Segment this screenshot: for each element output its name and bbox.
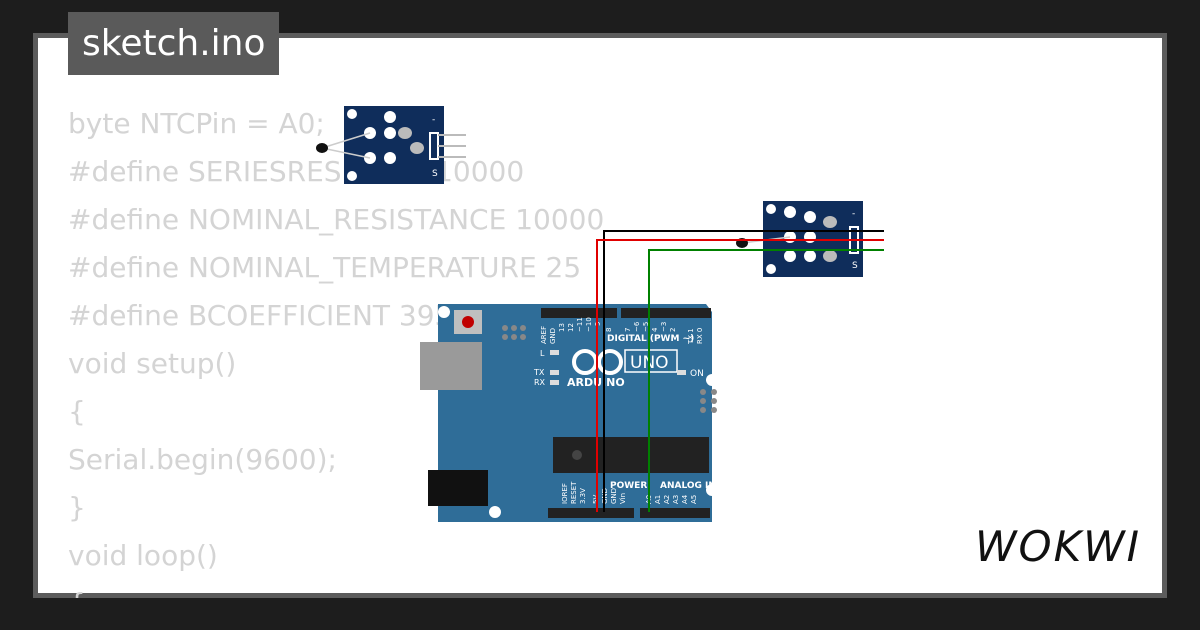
code-line: } — [68, 491, 86, 524]
digital-header-label: DIGITAL (PWM ~) — [607, 334, 694, 344]
pin-label: TX 1 — [687, 328, 695, 345]
code-line: Serial.begin(9600); — [68, 443, 337, 476]
power-header-label: POWER — [610, 481, 647, 491]
pin-label: RESET — [570, 481, 578, 504]
on-led — [677, 370, 686, 375]
analog-header-label: ANALOG IN — [660, 481, 716, 491]
pin-label: Vin — [619, 493, 627, 504]
code-line: byte NTCPin = A0; — [68, 107, 325, 140]
pin-label: ~6 — [633, 321, 641, 332]
pin-label: 7 — [624, 328, 632, 332]
arduino-uno-board[interactable]: ARDUINO UNO DIGITAL (PWM ~) ANALOG IN PO… — [420, 304, 718, 522]
pin-label: 8 — [605, 328, 613, 332]
wokwi-logo: WOKWI — [975, 522, 1142, 571]
analog-header — [640, 508, 710, 518]
pin-label: 4 — [651, 327, 659, 332]
pin-label: GND — [610, 488, 618, 504]
module-1-label-minus: - — [432, 115, 435, 125]
pin-label: AREF — [540, 326, 548, 344]
sketch-title: sketch.ino — [68, 12, 280, 75]
pin-label: A1 — [654, 495, 662, 504]
code-line: { — [68, 395, 86, 428]
code-line: { — [68, 580, 768, 598]
wire-vcc[interactable] — [596, 239, 884, 512]
led-tx-label: TX — [533, 368, 545, 377]
power-jack — [428, 470, 488, 506]
power-header — [548, 508, 634, 518]
ntc-module-1[interactable]: S - — [316, 106, 466, 184]
code-line: void loop() — [68, 539, 218, 572]
digital-header-right — [621, 308, 711, 318]
code-line: #define BCOEFFICIENT 3950 — [68, 299, 471, 332]
pin-label: 13 — [558, 323, 566, 332]
pin-label: ~11 — [576, 317, 584, 332]
pin-label: ~3 — [660, 322, 668, 332]
module-1-label-s: S — [432, 169, 438, 179]
usb-port — [420, 342, 482, 390]
board-brand: ARDUINO — [567, 376, 625, 389]
wire-signal[interactable] — [648, 249, 884, 512]
module-2-label-s: S — [852, 261, 858, 271]
pin-label: GND — [549, 328, 557, 344]
pin-label: ~5 — [642, 322, 650, 332]
module-2-label-minus: - — [852, 209, 855, 219]
pin-label: 12 — [567, 323, 575, 332]
code-line: #define NOMINAL_TEMPERATURE 25 — [68, 251, 582, 284]
pin-label: A2 — [663, 495, 671, 504]
wire-gnd[interactable] — [603, 230, 884, 512]
pin-label: A4 — [681, 494, 689, 504]
pin-label: 3.3V — [579, 488, 587, 504]
code-line: void setup() — [68, 347, 237, 380]
pin-label: A3 — [672, 495, 680, 504]
pin-label: 2 — [669, 328, 677, 332]
digital-header-left — [541, 308, 617, 318]
pin-label: RX 0 — [696, 328, 704, 344]
pin-label: ~10 — [585, 317, 593, 332]
led-l-label: L — [540, 349, 545, 358]
wires — [596, 230, 884, 512]
pin-label: A5 — [690, 495, 698, 504]
pin-label: IOREF — [561, 483, 569, 504]
on-label: ON — [690, 369, 704, 379]
led-rx-label: RX — [534, 378, 546, 387]
code-line: #define NOMINAL_RESISTANCE 10000 — [68, 203, 605, 236]
